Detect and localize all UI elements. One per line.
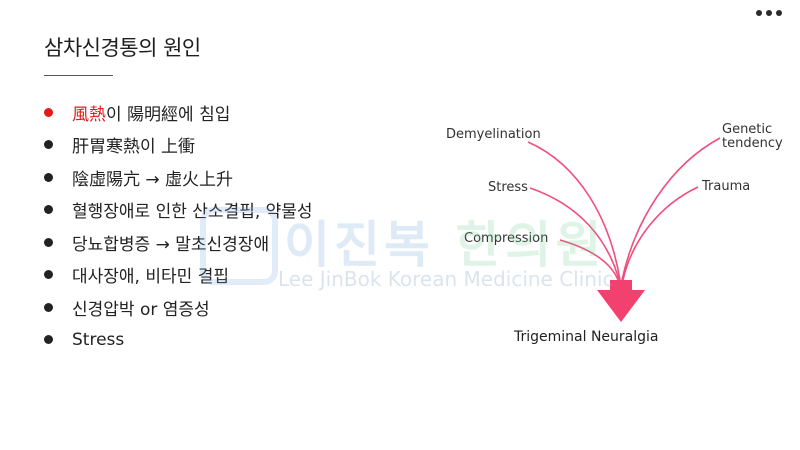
- list-item-text: 이 陽明經에 침입: [106, 104, 231, 125]
- curve-demyelination: [527, 141, 621, 281]
- list-item: 신경압박 or 염증성: [44, 291, 313, 324]
- highlight-text: 風熱: [72, 104, 106, 125]
- bullet-dot-icon: [44, 172, 53, 182]
- label-compression: Compression: [464, 231, 548, 246]
- list-item: 당뇨합병증 → 말초신경장애: [44, 226, 313, 259]
- curve-compression: [559, 239, 619, 281]
- list-item-text: 肝胃寒熱이 上衝: [72, 137, 196, 158]
- list-item: 혈행장애로 인한 산소결핍, 약물성: [44, 194, 313, 227]
- bullet-dot-icon: [44, 270, 53, 280]
- label-genetic: Genetic: [722, 122, 772, 137]
- title-underline: [44, 75, 113, 76]
- causes-diagram: Demyelination Genetic tendency Stress Tr…: [446, 122, 783, 345]
- bullet-dot-icon: [44, 205, 53, 215]
- label-demyelination: Demyelination: [446, 127, 541, 142]
- bullet-dot-icon: [44, 140, 53, 150]
- list-item-text: 陰虛陽亢 → 虛火上升: [72, 169, 234, 190]
- list-item-text: 혈행장애로 인한 산소결핍, 약물성: [72, 202, 313, 223]
- curve-genetic: [621, 137, 721, 281]
- list-item: 陰虛陽亢 → 虛火上升: [44, 161, 313, 194]
- down-arrow-icon: [597, 280, 645, 322]
- bullet-dot-icon: [44, 237, 53, 247]
- list-item-text: 당뇨합병증 → 말초신경장애: [72, 234, 270, 255]
- bullet-dot-icon: [44, 107, 53, 117]
- more-options-button[interactable]: [752, 6, 786, 20]
- curve-stress: [529, 187, 620, 281]
- cause-labels: Demyelination Genetic tendency Stress Tr…: [446, 122, 783, 246]
- list-item-text: 신경압박 or 염증성: [72, 299, 210, 320]
- label-stress: Stress: [488, 180, 528, 195]
- list-item-text: 대사장애, 비타민 결핍: [72, 267, 229, 288]
- slide-title: 삼차신경통의 원인: [44, 36, 201, 60]
- bullet-dot-icon: [44, 302, 53, 312]
- cause-curves: [527, 137, 721, 281]
- more-horizontal-icon: [756, 10, 762, 16]
- bullet-dot-icon: [44, 335, 53, 345]
- list-item: Stress: [44, 324, 313, 357]
- list-item: 肝胃寒熱이 上衝: [44, 129, 313, 162]
- list-item-text: Stress: [72, 329, 125, 350]
- label-trauma: Trauma: [701, 179, 750, 194]
- label-tendency: tendency: [722, 136, 783, 151]
- result-label: Trigeminal Neuralgia: [513, 329, 659, 345]
- curve-trauma: [622, 186, 699, 281]
- list-item: 대사장애, 비타민 결핍: [44, 259, 313, 292]
